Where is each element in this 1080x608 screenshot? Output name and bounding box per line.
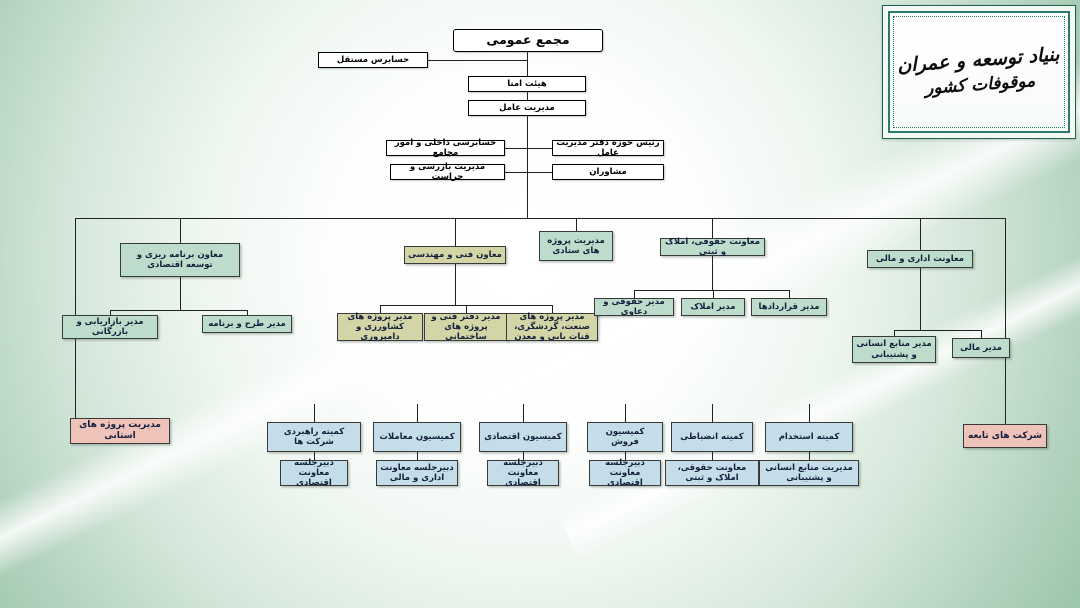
logo-ornate-frame: بنیاد توسعه و عمران موقوفات کشور [888,11,1070,133]
connector [809,404,810,422]
committee-box: کمیسیون اقتصادی [479,422,567,452]
committee-secretary-box: معاونت حقوقی، املاک و ثبتی [665,460,759,486]
committee-box: کمیته انضباطی [671,422,753,452]
connector [527,51,528,76]
connector [712,218,713,238]
committee-box: کمیته راهبردی شرکت ها [267,422,361,452]
node-marketing-manager: مدیر بازاریابی و بازرگانی [62,315,158,339]
node-subsidiaries: شرکت های تابعه [963,424,1047,448]
node-industry-projects-manager: مدیر پروژه های صنعت، گردشگری، قنات یابی … [506,312,598,342]
connector [634,290,789,291]
committee-secretary-box: دبیرجلسه معاونت اقتصادی [280,458,348,488]
node-plan-program-manager: مدیر طرح و برنامه [202,315,292,333]
connector [314,404,315,422]
node-agriculture-projects-manager: مدیر پروژه های کشاورزی و دامپروری [337,312,423,342]
node-legal-deputy: معاونت حقوقی، املاک و ثبتی [660,237,765,257]
node-legal-litigation-manager: مدیر حقوقی و دعاوی [594,297,674,317]
node-provincial-projects-management: مدیریت پروژه های استانی [70,418,170,444]
connector [712,452,713,460]
committee-secretary-box: دبیرجلسه معاونت اداری و مالی [376,460,458,486]
connector [809,452,810,460]
connector [527,116,528,218]
foundation-logo: بنیاد توسعه و عمران موقوفات کشور [882,5,1076,139]
node-internal-audit: حسابرسی داخلی و امور مجامع [386,138,505,158]
committee-secretary-box: دبیرجلسه معاونت اقتصادی [589,458,661,488]
connector [417,404,418,422]
connector [712,404,713,422]
connector [981,330,982,338]
node-contracts-manager: مدیر قراردادها [751,298,827,316]
node-hq-projects-management: مدیریت پروژه های ستادی [539,231,613,261]
node-technical-deputy: معاون فنی و مهندسی [404,246,506,264]
node-finance-manager: مدیر مالی [952,338,1010,358]
connector [505,148,552,149]
node-admin-finance-deputy: معاونت اداری و مالی [867,250,973,268]
connector [789,290,790,298]
node-board-of-trustees: هیئت امنا [468,76,586,92]
node-inspection-security: مدیریت بازرسی و حراست [390,162,505,182]
committee-secretary-box: مدیریت منابع انسانی و پشتیبانی [759,460,859,486]
connector [523,452,524,460]
connector [920,268,921,330]
connector [455,218,456,246]
node-real-estate-manager: مدیر املاک [681,298,745,316]
connector [455,264,456,305]
connector [180,218,181,243]
connector [180,277,181,310]
node-consultants: مشاوران [552,164,664,180]
connector [527,92,528,100]
node-construction-projects-manager: مدیر دفتر فنی و پروژه های ساختمانی [424,312,508,342]
node-hr-support-manager: مدیر منابع انسانی و پشتیبانی [852,336,936,363]
connector [576,218,577,231]
connector [505,172,552,173]
node-general-assembly: مجمع عمومی [453,29,603,52]
connector [920,218,921,250]
logo-calligraphy: بنیاد توسعه و عمران موقوفات کشور [896,42,1061,102]
node-ceo-office-head: رئیس حوزه دفتر مدیریت عامل [552,138,664,158]
connector [523,404,524,422]
connector [428,60,528,61]
connector [417,452,418,460]
connector [712,256,713,290]
committee-box: کمیته استخدام [765,422,853,452]
connector-main [75,218,1005,219]
committee-box: کمیسیون معاملات [373,422,461,452]
node-planning-deputy: معاون برنامه ریزی و توسعه اقتصادی [120,243,240,277]
node-independent-auditor: حسابرس مستقل [318,52,428,68]
connector [625,404,626,422]
committee-secretary-box: دبیرجلسه معاونت اقتصادی [487,458,559,488]
connector [894,330,981,331]
connector [713,290,714,298]
node-ceo: مدیریت عامل [468,100,586,116]
connector [110,310,247,311]
connector [1005,218,1006,424]
committee-box: کمیسیون فروش [587,422,663,452]
